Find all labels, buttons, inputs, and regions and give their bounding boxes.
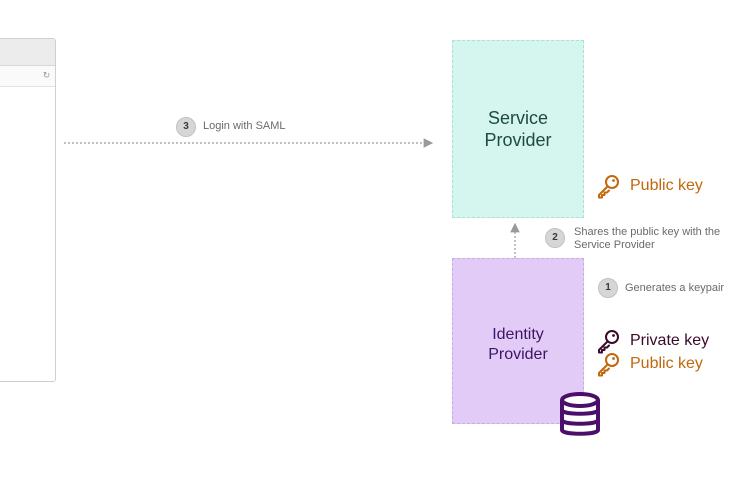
key-icon <box>598 175 619 199</box>
step-2-text-line1: Shares the public key with the <box>574 226 721 238</box>
service-provider-label-line2: Provider <box>484 130 552 150</box>
identity-provider-private-key: Private key <box>596 328 709 354</box>
identity-provider-label-line1: Identity <box>492 326 544 343</box>
service-provider-box: Service Provider <box>452 40 584 218</box>
service-provider-public-key: Public key <box>596 173 703 199</box>
identity-provider-public-key-label: Public key <box>630 355 703 372</box>
identity-provider-private-key-label: Private key <box>630 332 710 349</box>
service-provider-public-key-label: Public key <box>630 177 703 194</box>
reload-icon[interactable]: ↻ <box>42 70 51 80</box>
key-icon <box>598 330 619 354</box>
step-2-text: Shares the public key with the Service P… <box>574 226 720 252</box>
browser-address-bar[interactable] <box>0 66 55 87</box>
step-2-text-line2: Service Provider <box>574 239 655 251</box>
database-icon <box>560 392 600 436</box>
identity-provider-label-line2: Provider <box>488 346 548 363</box>
browser-titlebar <box>0 39 55 66</box>
step-1-badge: 1 <box>598 278 618 298</box>
identity-provider-label: Identity Provider <box>453 325 583 365</box>
browser-window: ↻ <box>0 38 56 382</box>
service-provider-label: Service Provider <box>453 107 583 151</box>
key-icon <box>598 353 619 377</box>
identity-provider-public-key: Public key <box>596 351 703 377</box>
step-2-badge: 2 <box>545 228 565 248</box>
service-provider-label-line1: Service <box>487 108 549 128</box>
step-1-text: Generates a keypair <box>625 282 725 294</box>
step-3-text: Login with SAML <box>203 120 286 132</box>
step-3-badge: 3 <box>176 117 196 137</box>
